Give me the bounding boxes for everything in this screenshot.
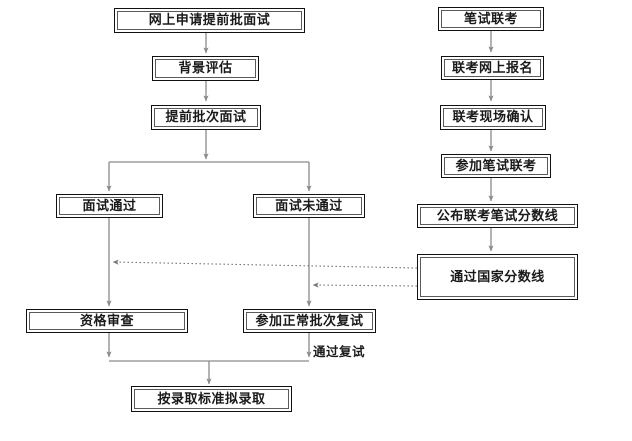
node-publish-score-line[interactable]: 公布联考笔试分数线 xyxy=(417,204,578,228)
node-early-batch-interview[interactable]: 提前批次面试 xyxy=(151,105,261,130)
edge-national-to-failed-dotted xyxy=(312,282,418,288)
node-label: 资格审查 xyxy=(79,313,134,329)
node-attend-written-exam[interactable]: 参加笔试联考 xyxy=(441,154,551,178)
node-label: 提前批次面试 xyxy=(165,110,247,125)
node-qualification-review[interactable]: 资格审查 xyxy=(26,309,188,333)
node-exam-onsite-confirm[interactable]: 联考现场确认 xyxy=(440,105,546,130)
edge-label-pass-reexam: 通过复试 xyxy=(313,344,366,359)
node-background-eval[interactable]: 背景评估 xyxy=(152,56,259,81)
node-label: 参加正常批次复试 xyxy=(255,313,364,329)
edge-national-to-passed-dotted xyxy=(112,259,418,269)
node-label: 联考网上报名 xyxy=(451,60,533,76)
node-pass-national-line[interactable]: 通过国家分数线 xyxy=(417,254,578,300)
node-label: 笔试联考 xyxy=(463,11,518,27)
node-join-normal-reexam[interactable]: 参加正常批次复试 xyxy=(243,309,376,333)
node-written-exam[interactable]: 笔试联考 xyxy=(438,7,544,31)
node-label: 面试通过 xyxy=(82,198,137,214)
node-online-apply[interactable]: 网上申请提前批面试 xyxy=(114,8,305,33)
node-label: 通过国家分数线 xyxy=(450,269,545,285)
node-exam-online-register[interactable]: 联考网上报名 xyxy=(441,56,544,80)
node-label: 按录取标准拟录取 xyxy=(157,391,266,407)
node-interview-passed[interactable]: 面试通过 xyxy=(56,194,163,218)
node-interview-failed[interactable]: 面试未通过 xyxy=(253,194,365,218)
node-label: 面试未通过 xyxy=(275,198,343,214)
node-label: 联考现场确认 xyxy=(452,110,534,125)
node-label: 公布联考笔试分数线 xyxy=(436,208,559,224)
node-final-admission[interactable]: 按录取标准拟录取 xyxy=(131,386,292,412)
node-label: 背景评估 xyxy=(178,61,233,76)
node-label: 参加笔试联考 xyxy=(455,158,537,174)
node-label: 网上申请提前批面试 xyxy=(148,13,271,28)
